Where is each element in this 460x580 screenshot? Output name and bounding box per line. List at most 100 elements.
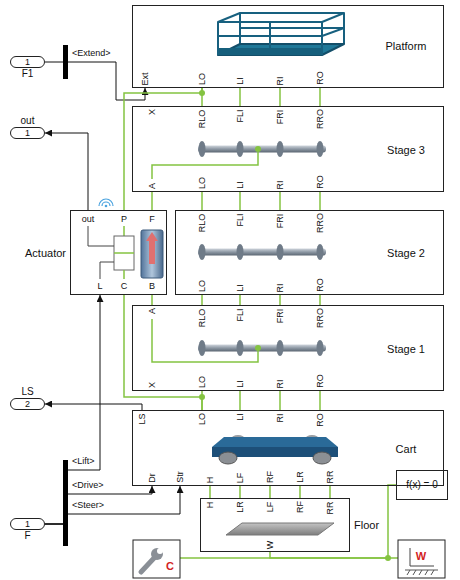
outport-block: LS2 xyxy=(10,398,45,410)
block-name: Stage 2 xyxy=(387,248,425,259)
junction-dot xyxy=(199,394,205,400)
junction-dot xyxy=(385,555,391,561)
port-name: F xyxy=(24,531,30,541)
port-label: FRI xyxy=(276,308,285,323)
port-label: B xyxy=(149,282,155,291)
signal-line xyxy=(45,133,88,210)
actuator-symbol xyxy=(88,226,163,279)
port-label: out xyxy=(82,215,95,224)
port-label: X xyxy=(148,382,157,388)
block-name: Stage 1 xyxy=(387,344,425,355)
floor-illustration xyxy=(226,523,334,535)
port-label: RI xyxy=(276,413,285,422)
inport-block: 1F xyxy=(10,518,45,530)
block-name: Cart xyxy=(396,444,417,455)
port-label: RI xyxy=(276,283,285,292)
port-label: LF xyxy=(236,472,245,483)
function-block: f(x) = 0 xyxy=(396,470,448,500)
solver-configuration-block xyxy=(133,540,180,578)
subsystem-block: Stage 2 xyxy=(175,210,444,295)
linkage-rod xyxy=(152,141,326,179)
port-label: RLO xyxy=(198,213,207,232)
port-label: RR xyxy=(326,501,335,514)
block-name: Stage 3 xyxy=(387,145,425,156)
port-label: LF xyxy=(266,501,275,512)
world-frame-block xyxy=(398,540,445,578)
physical-connection xyxy=(201,295,203,305)
platform-illustration xyxy=(218,13,344,55)
physical-connection xyxy=(319,88,321,106)
port-label: FRI xyxy=(276,109,285,124)
bus-selector xyxy=(63,460,68,546)
physical-connection xyxy=(124,295,202,410)
port-label: RF xyxy=(266,471,275,483)
port-label: RRO xyxy=(316,308,325,328)
port-label: RLO xyxy=(198,109,207,128)
block-name: Floor xyxy=(354,520,379,531)
port-name: out xyxy=(21,116,35,126)
wireless-icon xyxy=(99,199,113,207)
block-name: Actuator xyxy=(25,247,66,258)
physical-connection xyxy=(279,295,281,305)
physical-connection xyxy=(239,295,241,305)
port-number: 2 xyxy=(25,400,30,409)
physical-connection xyxy=(151,295,153,305)
physical-connection xyxy=(279,192,281,210)
signal-line xyxy=(45,404,142,410)
cart-illustration xyxy=(212,435,338,464)
physical-connection xyxy=(151,192,153,210)
port-label: LI xyxy=(236,284,245,292)
port-label: RLO xyxy=(198,308,207,327)
physical-connection xyxy=(279,88,281,106)
port-label: RO xyxy=(316,413,325,427)
port-label: RO xyxy=(316,175,325,189)
port-label: RRO xyxy=(316,213,325,233)
signal-line xyxy=(45,486,152,524)
port-label: LO xyxy=(198,280,207,292)
physical-connection xyxy=(329,486,331,498)
port-label: LS xyxy=(138,413,147,424)
port-label: RI xyxy=(276,379,285,388)
physical-connection xyxy=(269,486,271,498)
subsystem-block: Stage 3 xyxy=(132,106,444,192)
port-label: RO xyxy=(316,278,325,292)
port-label: LI xyxy=(236,181,245,189)
bus-selector xyxy=(63,45,68,79)
port-label: C xyxy=(121,282,128,291)
icon-letter: C xyxy=(166,561,174,572)
port-label: W xyxy=(266,540,275,549)
port-label: RI xyxy=(276,76,285,85)
subsystem-block: Platform xyxy=(132,5,444,88)
inport-block: 1F1 xyxy=(10,56,45,68)
port-label: LO xyxy=(198,73,207,85)
physical-connection xyxy=(239,486,241,498)
port-label: X xyxy=(148,109,157,115)
linkage-rod xyxy=(152,319,326,362)
port-label: A xyxy=(148,183,157,189)
port-label: LI xyxy=(236,413,245,421)
signal-line xyxy=(45,62,145,100)
linkage-rod xyxy=(198,244,326,260)
port-label: FRI xyxy=(276,213,285,228)
port-label: RRO xyxy=(316,109,325,129)
port-name: LS xyxy=(21,387,33,397)
port-label: P xyxy=(121,215,127,224)
port-label: LR xyxy=(296,471,305,483)
physical-connection xyxy=(319,295,321,305)
icon-letter: W xyxy=(416,551,426,562)
port-number: 1 xyxy=(25,58,30,67)
physical-connection xyxy=(239,192,241,210)
port-label: LO xyxy=(198,177,207,189)
port-label: Ext xyxy=(141,72,150,85)
physical-connection xyxy=(239,391,241,410)
port-label: F xyxy=(149,215,155,224)
port-label: FLI xyxy=(236,308,245,321)
port-label: RO xyxy=(316,71,325,85)
signal-name: <Lift> xyxy=(71,457,96,466)
block-name: Platform xyxy=(386,41,427,52)
physical-connection xyxy=(270,485,396,558)
port-label: FLI xyxy=(236,109,245,122)
